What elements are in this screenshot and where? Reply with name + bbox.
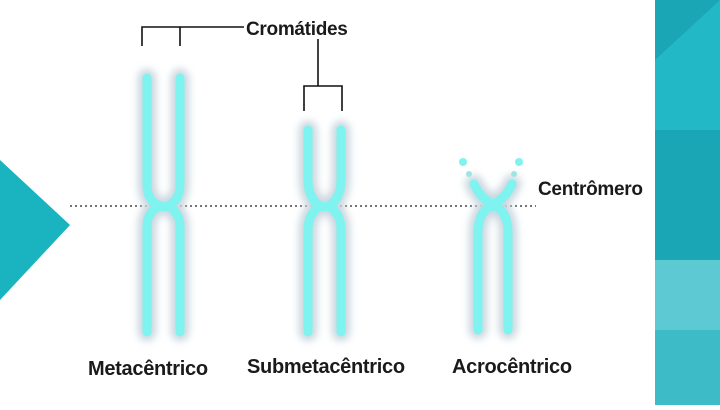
acrocentric-chromosome [459,158,523,339]
metacentric-chromosome [138,69,189,341]
chromatid-bracket-meta [141,26,244,46]
left-accent-shape [0,160,70,300]
metacentric-label: Metacêntrico [88,358,208,380]
centromere-label: Centrômero [538,179,643,200]
right-accent-bottom [655,330,720,405]
chromatids-label: Cromátides [246,19,348,40]
submetacentric-chromosome [299,121,350,341]
acrocentric-label: Acrocêntrico [452,356,572,378]
chromatid-bracket-submeta [303,39,343,111]
right-accent-upper [655,0,720,130]
submetacentric-label: Submetacêntrico [247,356,405,378]
